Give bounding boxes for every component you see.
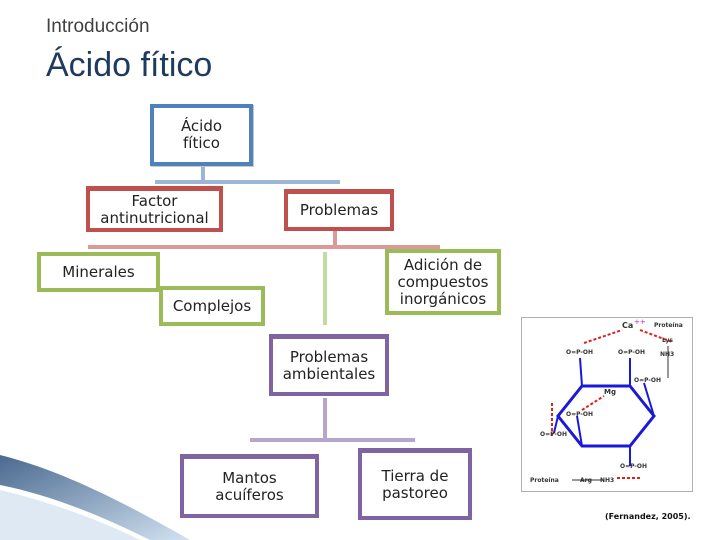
node-problems: Problemas — [284, 189, 394, 231]
magnesium-label: Mg — [604, 388, 616, 396]
calcium-charge: ++ — [634, 318, 646, 326]
phytate-structure-figure: Ca ++ Proteína Lys NH3 O=P-OH O=P-OH O=P… — [521, 317, 693, 492]
node-environmental-problems: Problemas ambientales — [269, 334, 389, 396]
phosphate-label-5: O=P-OH — [540, 431, 567, 438]
figure-caption: (Fernandez, 2005). — [605, 512, 691, 521]
page-title: Ácido fítico — [46, 46, 213, 84]
lys-label: Lys — [662, 337, 673, 344]
node-aquifers: Mantos acuíferos — [180, 454, 319, 518]
node-pasture-land-label: Tierra de pastoreo — [381, 466, 449, 502]
node-minerals-label: Minerales — [62, 262, 135, 281]
node-inorganic-addition-label: Adición de compuestos inorgánicos — [397, 255, 489, 308]
nh3-bottom-label: NH3 — [600, 477, 614, 484]
node-inorganic-addition: Adición de compuestos inorgánicos — [385, 249, 501, 315]
nh3-label: NH3 — [660, 351, 674, 358]
node-antinutritional-factor: Factor antinutricional — [86, 186, 223, 232]
phosphate-label-3: O=P-OH — [634, 377, 661, 384]
node-complexes-label: Complejos — [172, 296, 252, 315]
node-complexes: Complejos — [159, 286, 265, 326]
node-pasture-land: Tierra de pastoreo — [358, 448, 472, 520]
node-antinutritional-factor-label: Factor antinutricional — [100, 191, 209, 227]
phosphate-label-2: O=P-OH — [618, 349, 645, 356]
protein-bottom-label: Proteína — [530, 477, 559, 484]
arg-label: Arg — [580, 477, 592, 484]
node-phytic-acid-label: Ácido fítico — [180, 117, 223, 152]
phosphate-label-6: O=P-OH — [620, 463, 647, 470]
phosphate-label-1: O=P-OH — [566, 349, 593, 356]
phytate-structure-drawing: Ca ++ Proteína Lys NH3 O=P-OH O=P-OH O=P… — [530, 318, 683, 484]
phosphate-label-4: O=P-OH — [566, 411, 593, 418]
node-problems-label: Problemas — [299, 201, 379, 219]
calcium-label: Ca — [622, 321, 633, 330]
node-aquifers-label: Mantos acuíferos — [215, 468, 284, 504]
node-minerals: Minerales — [37, 252, 160, 292]
decorative-swoosh — [0, 455, 190, 540]
protein-top-label: Proteína — [654, 322, 683, 329]
node-phytic-acid: Ácido fítico — [150, 104, 253, 166]
node-environmental-problems-label: Problemas ambientales — [282, 347, 376, 383]
section-subtitle: Introducción — [46, 16, 150, 37]
